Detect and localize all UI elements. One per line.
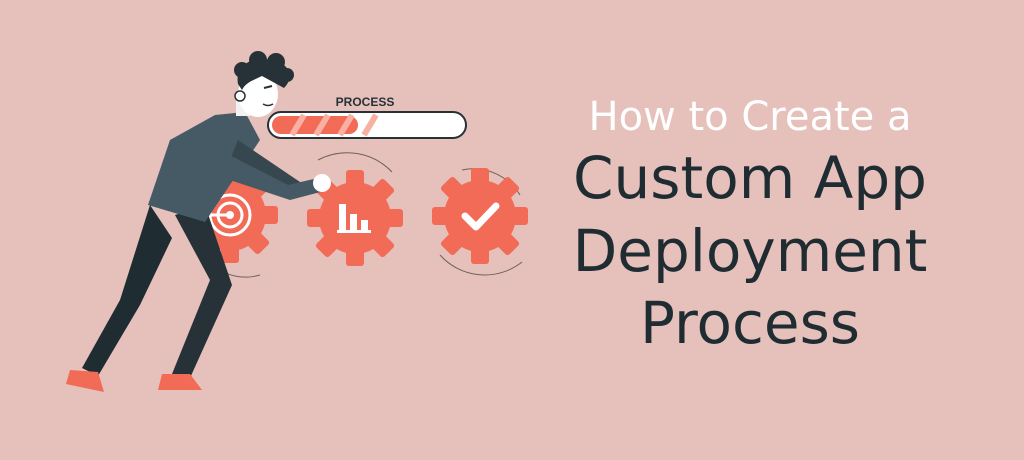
- bar-chart-gear-icon: [307, 170, 403, 266]
- illustration: PROCESS: [66, 51, 528, 392]
- progress-bar: [267, 111, 467, 139]
- person-figure: [66, 51, 331, 392]
- headline-line-3: Deployment: [572, 216, 928, 285]
- headline: How to Create a Custom App Deployment Pr…: [560, 92, 940, 360]
- headline-line-1: How to Create a: [588, 94, 912, 140]
- progress-label: PROCESS: [336, 95, 395, 109]
- checkmark-gear-icon: [432, 168, 528, 264]
- headline-line-2: Custom App: [573, 144, 927, 212]
- headline-line-4: Process: [639, 289, 861, 357]
